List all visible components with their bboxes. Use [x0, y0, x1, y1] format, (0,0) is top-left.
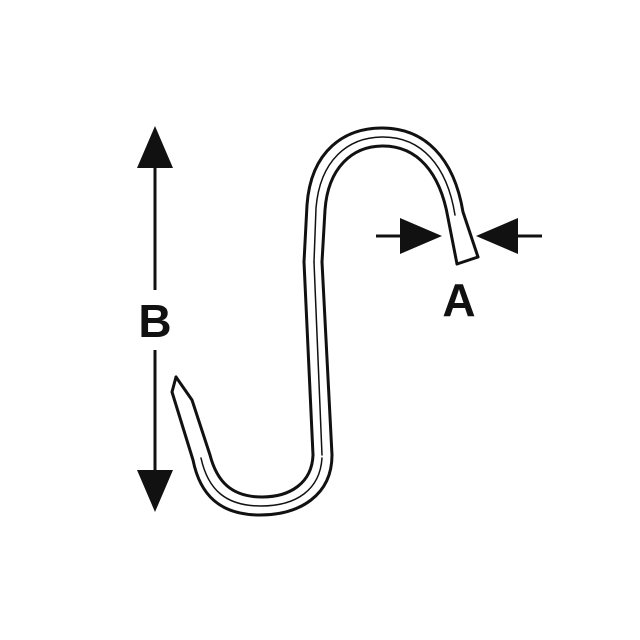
dimension-a-arrow-right [400, 218, 442, 254]
hook-lower-inner-edge [174, 375, 315, 499]
dimension-a-arrow-left [476, 218, 518, 254]
hook-lower-highlight [200, 457, 323, 507]
hook-lower-outer-edge [170, 375, 334, 517]
dimension-a: A [376, 218, 542, 326]
dimension-b-arrow-down [137, 470, 173, 512]
hook-upper-tip [455, 255, 480, 266]
dimension-b: B [137, 126, 173, 512]
hook-upper-inner-edge [320, 144, 459, 266]
hook-shank-highlight [313, 261, 323, 456]
dimension-a-label: A [442, 274, 475, 326]
dimension-b-arrow-up [137, 126, 173, 168]
hook-shank-right-edge [320, 260, 334, 457]
hook-upper-highlight [313, 136, 456, 263]
hook-shank-left-edge [302, 260, 315, 457]
dimension-b-label: B [138, 295, 171, 347]
s-hook-illustration [170, 126, 480, 517]
hook-upper-outer-edge [302, 126, 480, 264]
